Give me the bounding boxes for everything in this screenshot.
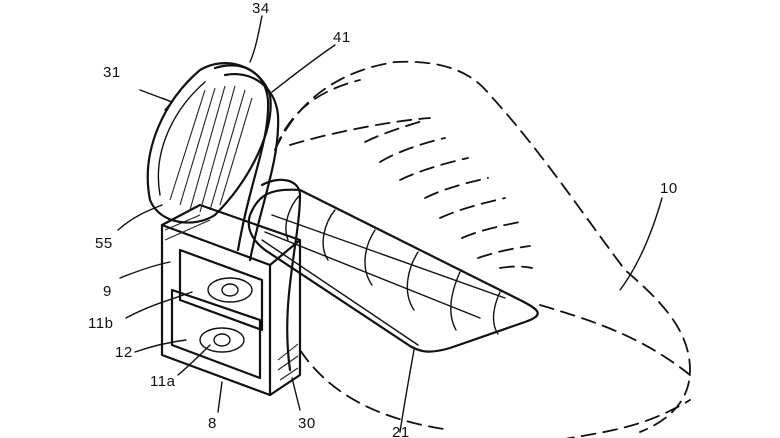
- label-30: 30: [298, 415, 316, 432]
- generator-box: [162, 205, 300, 395]
- label-10: 10: [660, 180, 678, 197]
- label-11a: 11a: [150, 373, 176, 390]
- label-11b: 11b: [88, 315, 113, 332]
- label-55: 55: [95, 235, 113, 252]
- label-21: 21: [392, 424, 410, 438]
- reference-labels: 34 41 31 10 55 9 11b 12 11a 8 30 21: [88, 0, 678, 438]
- label-12: 12: [115, 344, 133, 361]
- label-34: 34: [252, 0, 270, 17]
- label-8: 8: [208, 415, 217, 432]
- pedal-arm: [148, 63, 271, 222]
- label-9: 9: [103, 283, 112, 300]
- label-31: 31: [103, 64, 121, 81]
- shoe-outline: [275, 62, 690, 438]
- label-41: 41: [333, 29, 351, 46]
